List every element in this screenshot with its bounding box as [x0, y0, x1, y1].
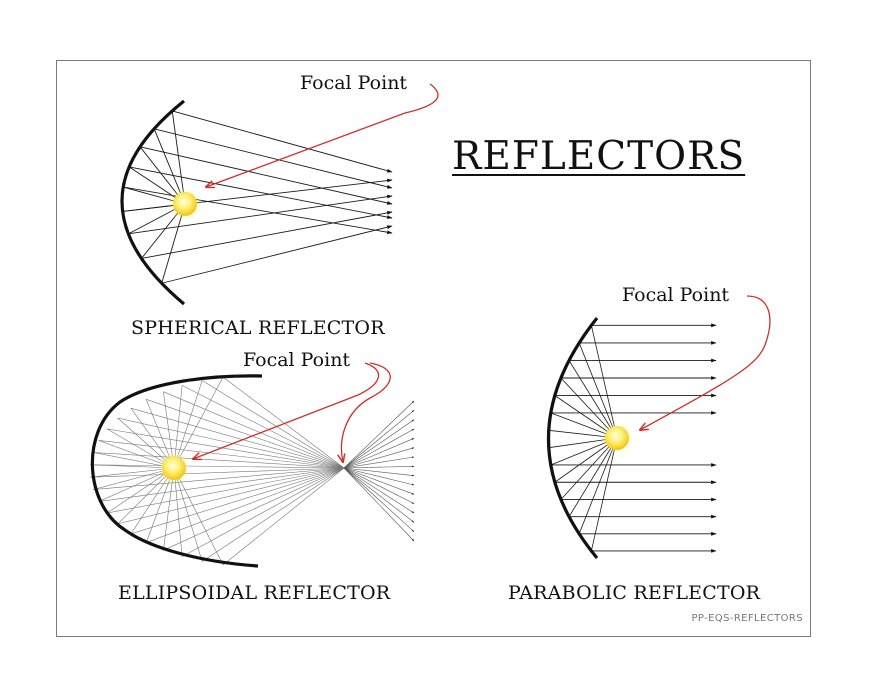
parabolic-light-bulb: [605, 426, 629, 450]
ellipsoidal-reflected-ray: [181, 467, 345, 557]
spherical-mirror: [120, 99, 186, 306]
ellipsoidal-reflected-ray: [201, 380, 345, 469]
ellipsoidal-reflected-ray: [98, 440, 345, 469]
ellipsoidal-focal-point-label: Focal Point: [243, 349, 351, 371]
ellipsoidal-reflected-ray: [106, 428, 345, 469]
ellipsoidal-outgoing-ray: [343, 419, 415, 469]
spherical-rays: [122, 110, 393, 284]
ellipsoidal-reflected-ray: [146, 467, 345, 543]
parabolic-focal-arrow: [640, 295, 771, 430]
spherical-reflected-ray: [128, 194, 393, 235]
ellipsoidal-reflected-ray: [93, 467, 345, 490]
ellipsoidal-incident-ray: [173, 376, 224, 469]
ellipsoidal-caption: ELLIPSOIDAL REFLECTOR: [118, 582, 391, 604]
ellipsoidal-reflected-ray: [130, 407, 345, 469]
spherical-reflected-ray: [123, 186, 393, 235]
parabolic-mirror: [547, 317, 599, 560]
ellipsoidal-outgoing-ray: [343, 410, 415, 469]
spherical-caption: SPHERICAL REFLECTOR: [131, 317, 385, 339]
ellipsoidal-outgoing-ray: [343, 467, 415, 477]
ellipsoidal-outgoing-ray: [343, 467, 415, 523]
ellipsoidal-reflected-ray: [93, 452, 345, 469]
ellipsoidal-reflected-ray: [163, 391, 345, 469]
ellipsoidal-outgoing-ray: [343, 438, 415, 469]
ellipsoidal-reflected-ray: [130, 467, 345, 535]
ellipsoidal-reflected-ray: [117, 417, 345, 469]
ellipsoidal-incident-ray: [173, 467, 224, 566]
ellipsoidal-outgoing-ray: [343, 447, 415, 469]
ellipsoidal-outgoing-ray: [343, 467, 415, 542]
ellipsoidal-mirror: [90, 374, 263, 568]
document-code: PP-EQS-REFLECTORS: [691, 613, 803, 624]
parabolic-incident-ray: [578, 437, 618, 534]
ellipsoidal-reflected-ray: [106, 467, 345, 514]
ellipsoidal-outgoing-ray: [343, 467, 415, 495]
ellipsoidal-reflected-ray: [117, 467, 345, 525]
ellipsoidal-reflected-ray: [146, 399, 345, 469]
ellipsoidal-outgoing-ray: [343, 465, 415, 469]
ellipsoidal-outgoing-ray: [343, 467, 415, 514]
ellipsoidal-focal-arrow-1: [193, 362, 380, 459]
spherical-reflected-ray: [122, 178, 393, 212]
ellipsoidal-outgoing-ray: [343, 456, 415, 469]
spherical-focal-arrow: [206, 83, 439, 187]
page-title: REFLECTORS: [452, 134, 746, 179]
ellipsoidal-reflected-ray: [222, 376, 345, 469]
ellipsoidal-reflected-ray: [181, 385, 345, 469]
diagram-border: [56, 60, 811, 637]
ellipsoidal-reflector: [90, 362, 415, 568]
spherical-reflected-ray: [172, 110, 393, 173]
spherical-reflected-ray: [139, 146, 393, 205]
ellipsoidal-reflected-ray: [98, 467, 345, 502]
spherical-focal-point-label: Focal Point: [300, 72, 408, 94]
ellipsoidal-focal-arrow-2: [341, 362, 391, 462]
ellipsoidal-outgoing-ray: [343, 400, 415, 469]
spherical-reflected-ray: [129, 166, 393, 219]
spherical-reflected-ray: [161, 225, 393, 284]
spherical-light-bulb: [173, 192, 197, 216]
parabolic-incident-ray: [590, 325, 618, 439]
parabolic-focal-point-label: Focal Point: [622, 284, 730, 306]
parabolic-caption: PARABOLIC REFLECTOR: [508, 582, 761, 604]
parabolic-reflector: [547, 295, 771, 560]
ellipsoidal-outgoing-ray: [343, 467, 415, 504]
ellipsoidal-reflected-ray: [90, 464, 345, 469]
parabolic-incident-ray: [578, 342, 618, 439]
ellipsoidal-reflected-ray: [201, 467, 345, 562]
parabolic-incident-ray: [590, 437, 618, 552]
ellipsoidal-outgoing-ray: [343, 428, 415, 469]
ellipsoidal-reflected-ray: [222, 467, 345, 566]
ellipsoidal-reflected-ray: [90, 467, 345, 478]
ellipsoidal-outgoing-ray: [343, 467, 415, 532]
spherical-reflected-ray: [141, 211, 393, 259]
ellipsoidal-reflected-ray: [163, 467, 345, 551]
ellipsoidal-outgoing-ray: [343, 467, 415, 486]
spherical-reflector: [120, 83, 439, 306]
ellipsoidal-light-bulb: [162, 456, 186, 480]
spherical-reflected-ray: [154, 128, 393, 189]
